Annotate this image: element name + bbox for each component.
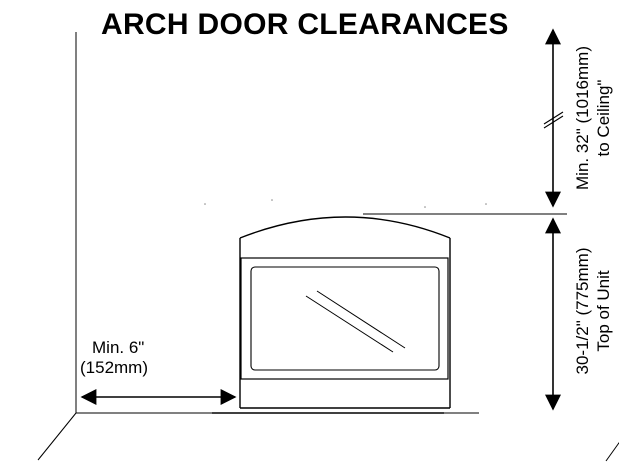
floor-left-perspective <box>37 412 77 461</box>
ceiling-clearance-line2: to Ceiling" <box>594 79 613 157</box>
scan-specks <box>204 199 487 208</box>
glass-reflection-1 <box>305 295 394 353</box>
side-clearance-metric-label: (152mm) <box>80 358 149 377</box>
diagram-title: ARCH DOOR CLEARANCES <box>101 8 509 41</box>
ceiling-clearance-dimension <box>543 28 564 208</box>
glass-reflection-2 <box>316 290 406 349</box>
unit-height-label: 30-1/2" (775mm) Top of Unit <box>572 225 614 397</box>
break-mark-2 <box>543 111 564 125</box>
glass-panel <box>250 266 440 371</box>
door-frame <box>240 257 449 380</box>
side-clearance-label: Min. 6" <box>92 338 145 357</box>
ceiling-clearance-label: Min. 32" (1016mm) to Ceiling" <box>572 28 614 208</box>
break-mark-1 <box>543 115 564 129</box>
arch-top <box>239 216 451 239</box>
ceiling-clearance-line1: Min. 32" (1016mm) <box>573 46 592 190</box>
fireplace-unit <box>212 216 451 414</box>
unit-height-line2: Top of Unit <box>594 270 613 352</box>
floor-right-perspective <box>605 441 619 462</box>
unit-height-line1: 30-1/2" (775mm) <box>573 247 592 375</box>
